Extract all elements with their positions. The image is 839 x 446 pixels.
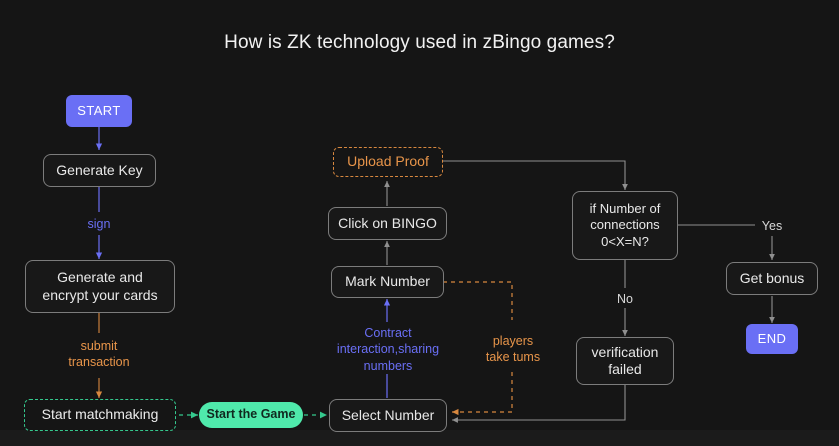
edge-label-no: No xyxy=(617,292,633,306)
node-verification-failed[interactable]: verification failed xyxy=(576,337,674,385)
node-mark-number[interactable]: Mark Number xyxy=(331,266,444,298)
edge-mark-number-to-select-number-loop xyxy=(443,281,513,320)
node-get-bonus[interactable]: Get bonus xyxy=(726,262,818,295)
node-generate-encrypt-cards[interactable]: Generate and encrypt your cards xyxy=(25,260,175,313)
edge-label-contract-interaction: Contract interaction,sharing numbers xyxy=(336,326,440,373)
edge-verification-failed-to-select-number xyxy=(452,385,626,423)
edge-label-sign: sign xyxy=(87,217,111,231)
node-upload-proof[interactable]: Upload Proof xyxy=(333,147,443,177)
node-click-on-bingo[interactable]: Click on BINGO xyxy=(328,207,447,240)
node-start-matchmaking[interactable]: Start matchmaking xyxy=(24,399,176,431)
edge-label-players-take-turns: players take tums xyxy=(485,334,541,365)
node-start[interactable]: START xyxy=(66,95,132,127)
node-start-the-game[interactable]: Start the Game xyxy=(199,402,303,428)
edge-label-yes: Yes xyxy=(761,219,783,233)
edge-players-take-turns-return xyxy=(452,372,513,416)
node-decision-connections[interactable]: if Number of connections 0<X=N? xyxy=(572,191,678,260)
node-generate-key[interactable]: Generate Key xyxy=(43,154,156,187)
edge-label-submit-transaction: submit transaction xyxy=(68,339,130,370)
edge-upload-proof-to-decision xyxy=(443,160,628,190)
page-title: How is ZK technology used in zBingo game… xyxy=(224,32,615,53)
footer-strip xyxy=(0,430,839,446)
node-select-number[interactable]: Select Number xyxy=(329,399,447,432)
node-end[interactable]: END xyxy=(746,324,798,354)
